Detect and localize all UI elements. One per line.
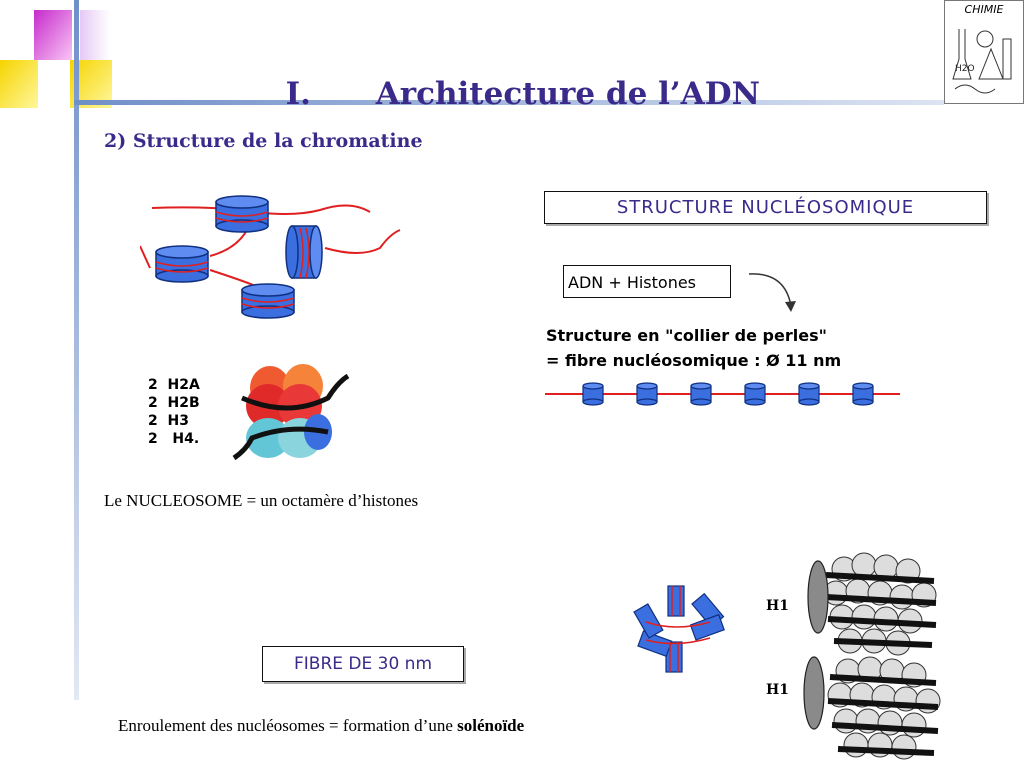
nucleosome-caption: Le NUCLEOSOME = un octamère d’histones xyxy=(104,491,419,510)
dna-wrap-upper xyxy=(241,373,350,411)
h1-protein-bottom xyxy=(803,656,825,730)
title-number: I. xyxy=(285,76,311,112)
fibre-30nm-box: FIBRE DE 30 nm xyxy=(262,646,464,682)
section-subtitle: 2) Structure de la chromatine xyxy=(104,130,423,152)
nucleosome-3 xyxy=(241,283,295,319)
solenoid-caption-bold: solénoïde xyxy=(457,716,525,735)
structure-nucleosomique-box: STRUCTURE NUCLÉOSOMIQUE xyxy=(544,191,987,224)
histone-octamer-illustration xyxy=(228,358,353,466)
dna-strand-right xyxy=(324,229,401,254)
title-gap xyxy=(311,76,376,112)
solenoid-caption: Enroulement des nucléosomes = formation … xyxy=(118,716,524,736)
solenoid-upper-coil xyxy=(823,552,937,656)
arrow-icon xyxy=(748,273,796,312)
ring-nucleosome-left xyxy=(637,630,673,658)
chimie-logo: CHIMIE H2O xyxy=(944,0,1024,104)
histone-item-h2b: 2 H2B xyxy=(148,395,200,411)
histone-item-h2a: 2 H2A xyxy=(148,377,200,393)
collier-line-1: Structure en "collier de perles" xyxy=(546,326,827,345)
nucleosome-4 xyxy=(285,225,323,279)
histone-item-h4: 2 H4. xyxy=(148,431,200,447)
chimie-label: CHIMIE xyxy=(964,3,1004,16)
solenoid-ring-illustration xyxy=(633,585,725,673)
beads-on-string-illustration xyxy=(545,382,900,406)
dna-strand-top xyxy=(151,204,371,215)
bead-2 xyxy=(636,382,658,406)
left-rule xyxy=(74,0,79,700)
solenoid-lower-coil xyxy=(827,656,941,760)
bead-3 xyxy=(690,382,712,406)
ring-nucleosome-topleft xyxy=(633,603,664,639)
lab-glassware-icon: H2O xyxy=(952,29,1012,94)
adn-histones-box: ADN + Histones xyxy=(563,265,731,298)
header-rule xyxy=(74,100,944,105)
bead-6 xyxy=(852,382,874,406)
bead-4 xyxy=(744,382,766,406)
h1-label-bottom: H1 xyxy=(766,682,789,698)
bead-1 xyxy=(582,382,604,406)
ring-nucleosome-top xyxy=(667,585,685,617)
svg-text:H2O: H2O xyxy=(955,64,975,74)
dna-wrap-lower xyxy=(232,426,329,461)
collier-line-2: = fibre nucléosomique : Ø 11 nm xyxy=(546,351,842,370)
dna-strand-left xyxy=(140,245,151,269)
structure-nucleosomique-label: STRUCTURE NUCLÉOSOMIQUE xyxy=(616,197,915,218)
bead-5 xyxy=(798,382,820,406)
nucleosomes-dna-illustration xyxy=(140,195,401,319)
nucleosome-1 xyxy=(215,195,269,233)
h1-label-top: H1 xyxy=(766,598,789,614)
collier-text: Structure en "collier de perles" = fibre… xyxy=(546,323,841,373)
page-title: I. Architecture de l’ADN xyxy=(0,40,1024,112)
solenoid-caption-text: Enroulement des nucléosomes = formation … xyxy=(118,716,458,735)
title-text: Architecture de l’ADN xyxy=(375,76,760,112)
solenoid-fiber-illustration xyxy=(764,545,944,767)
histone-list: 2 H2A 2 H2B 2 H3 2 H4. xyxy=(148,376,200,448)
ring-nucleosome-right xyxy=(689,613,725,641)
histone-h4 xyxy=(246,418,290,458)
histone-item-h3: 2 H3 xyxy=(148,413,189,429)
h1-protein-top xyxy=(807,560,829,634)
